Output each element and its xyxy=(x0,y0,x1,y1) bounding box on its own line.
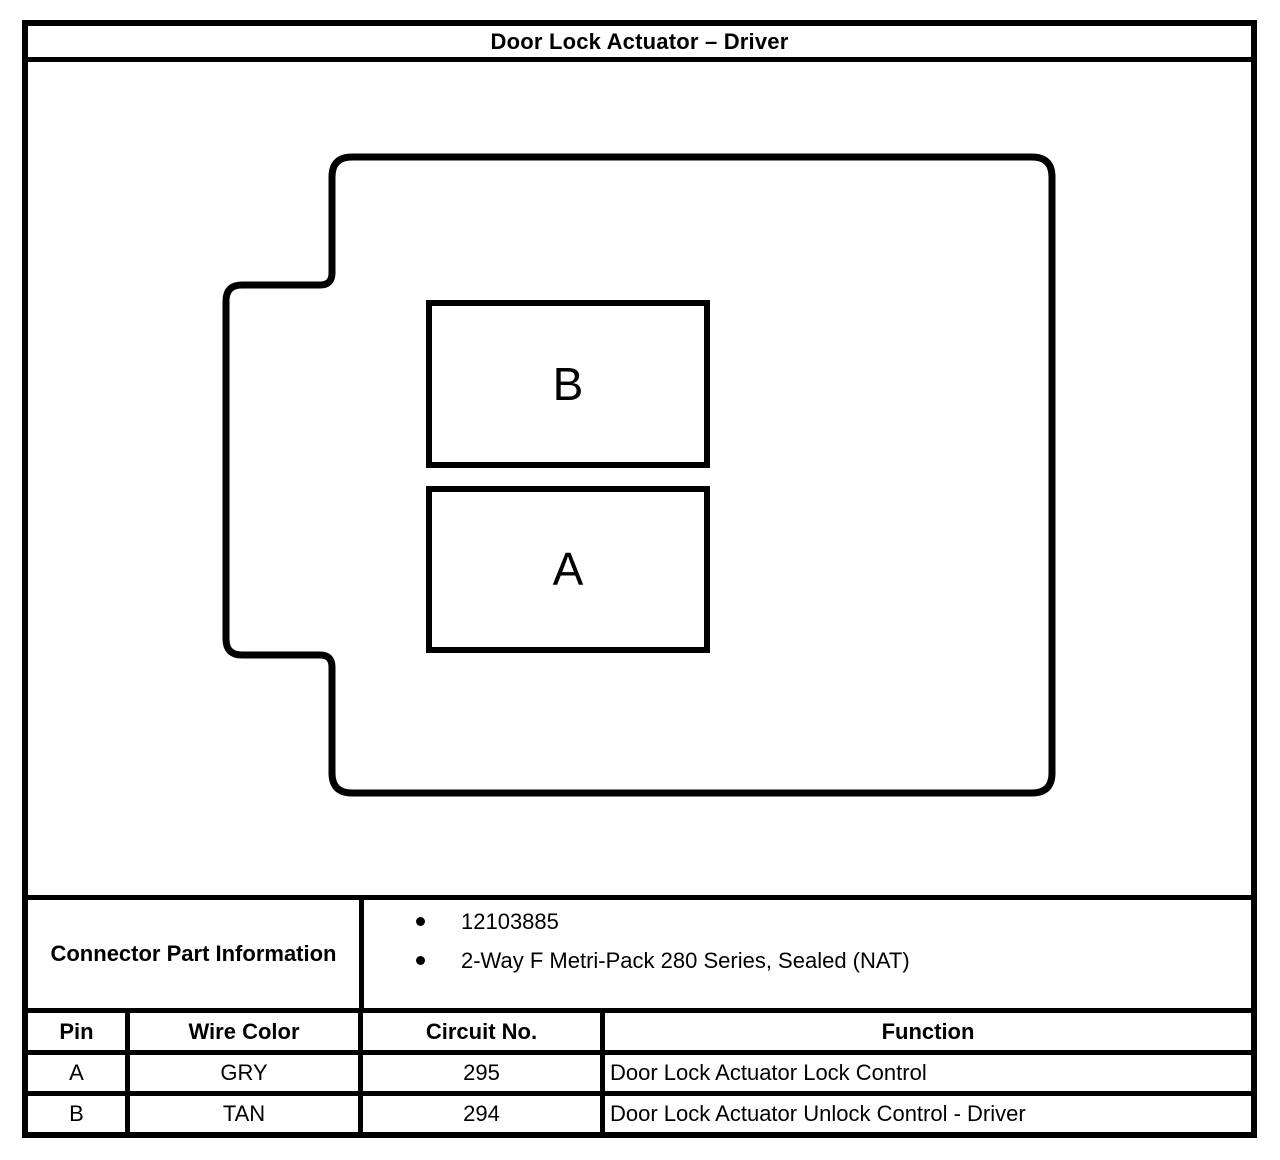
pin-cavity-b xyxy=(426,300,710,468)
table-header-row: Pin Wire Color Circuit No. Function xyxy=(28,1013,1251,1055)
part-number: 12103885 xyxy=(461,908,559,934)
bullet-icon xyxy=(416,956,425,965)
page-title: Door Lock Actuator – Driver xyxy=(490,28,789,54)
column-header-pin: Pin xyxy=(28,1013,130,1050)
connector-diagram-sheet: Door Lock Actuator – Driver B A Connecto… xyxy=(22,20,1257,1138)
pin-cavity-a xyxy=(426,486,710,653)
pin-cell: B xyxy=(28,1096,130,1132)
connector-part-information-section: Connector Part Information 12103885 2-Wa… xyxy=(28,895,1251,1013)
title-bar: Door Lock Actuator – Driver xyxy=(28,26,1251,62)
circuit-no-cell: 294 xyxy=(363,1096,605,1132)
connector-part-information-list: 12103885 2-Way F Metri-Pack 280 Series, … xyxy=(364,900,1251,1008)
column-header-circuit-no: Circuit No. xyxy=(363,1013,605,1050)
function-cell: Door Lock Actuator Unlock Control - Driv… xyxy=(610,1101,1026,1126)
connector-outline-drawing: B A xyxy=(222,153,1056,797)
pin-function-table: Pin Wire Color Circuit No. Function A GR… xyxy=(28,1013,1251,1132)
circuit-no-cell: 295 xyxy=(363,1055,605,1091)
table-row: A GRY 295 Door Lock Actuator Lock Contro… xyxy=(28,1055,1251,1096)
connector-part-information-label: Connector Part Information xyxy=(28,900,364,1008)
connector-housing-outline xyxy=(222,153,1056,797)
wire-color-cell: GRY xyxy=(130,1055,363,1091)
bullet-icon xyxy=(416,917,425,926)
pin-label-a: A xyxy=(553,543,584,595)
connector-drawing-area: B A xyxy=(28,62,1251,895)
table-row: B TAN 294 Door Lock Actuator Unlock Cont… xyxy=(28,1096,1251,1132)
column-header-function: Function xyxy=(881,1018,975,1044)
pin-label-b: B xyxy=(553,358,584,410)
list-item: 12103885 xyxy=(364,902,1251,941)
connector-series-description: 2-Way F Metri-Pack 280 Series, Sealed (N… xyxy=(461,947,910,973)
column-header-wire-color: Wire Color xyxy=(130,1013,363,1050)
function-cell: Door Lock Actuator Lock Control xyxy=(610,1060,927,1085)
list-item: 2-Way F Metri-Pack 280 Series, Sealed (N… xyxy=(364,941,1251,980)
pin-cell: A xyxy=(28,1055,130,1091)
wire-color-cell: TAN xyxy=(130,1096,363,1132)
